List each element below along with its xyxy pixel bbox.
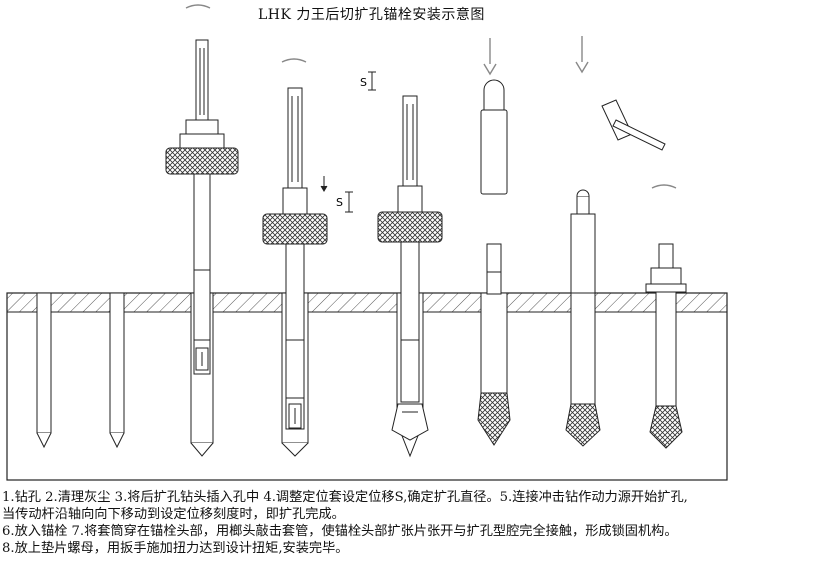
step1-hole: [36, 292, 52, 449]
step7-anchor: [565, 189, 601, 447]
step5-offset-marker: [368, 71, 376, 91]
step-line: 6.放入锚栓 7.将套筒穿在锚栓头部，用榔头敲击套管，使锚栓头部扩张片张开与扩孔…: [2, 524, 678, 539]
installation-diagram: S S: [6, 4, 728, 481]
step2-hole: [109, 292, 125, 449]
step4-s-label: S: [336, 196, 343, 209]
step-line: 当传动杆沿轴向向下移动到设定位移刻度时，即扩孔完成。: [2, 507, 345, 522]
step5-drill: [377, 95, 443, 458]
step3-drill: [165, 39, 239, 457]
step-line: 1.钻孔 2.清理灰尘 3.将后扩孔钻头插入孔中 4.调整定位套设定位移S,确定…: [2, 490, 688, 505]
instruction-steps: 1.钻孔 2.清理灰尘 3.将后扩孔钻头插入孔中 4.调整定位套设定位移S,确定…: [2, 489, 832, 557]
page-title: LHK 力王后切扩孔锚栓安装示意图: [258, 7, 485, 23]
step5-s-label: S: [360, 76, 367, 89]
concrete-base: [6, 292, 728, 481]
step4-drill: [262, 87, 328, 457]
step6-anchor: [477, 79, 511, 446]
direction-arrows: [185, 4, 677, 189]
hammer-icon: [601, 99, 666, 151]
step-line: 8.放上垫片螺母，用扳手施加扭力达到设计扭矩,安装完毕。: [2, 541, 349, 556]
step4-offset-marker: [320, 176, 353, 213]
step8-anchor: [645, 243, 687, 449]
